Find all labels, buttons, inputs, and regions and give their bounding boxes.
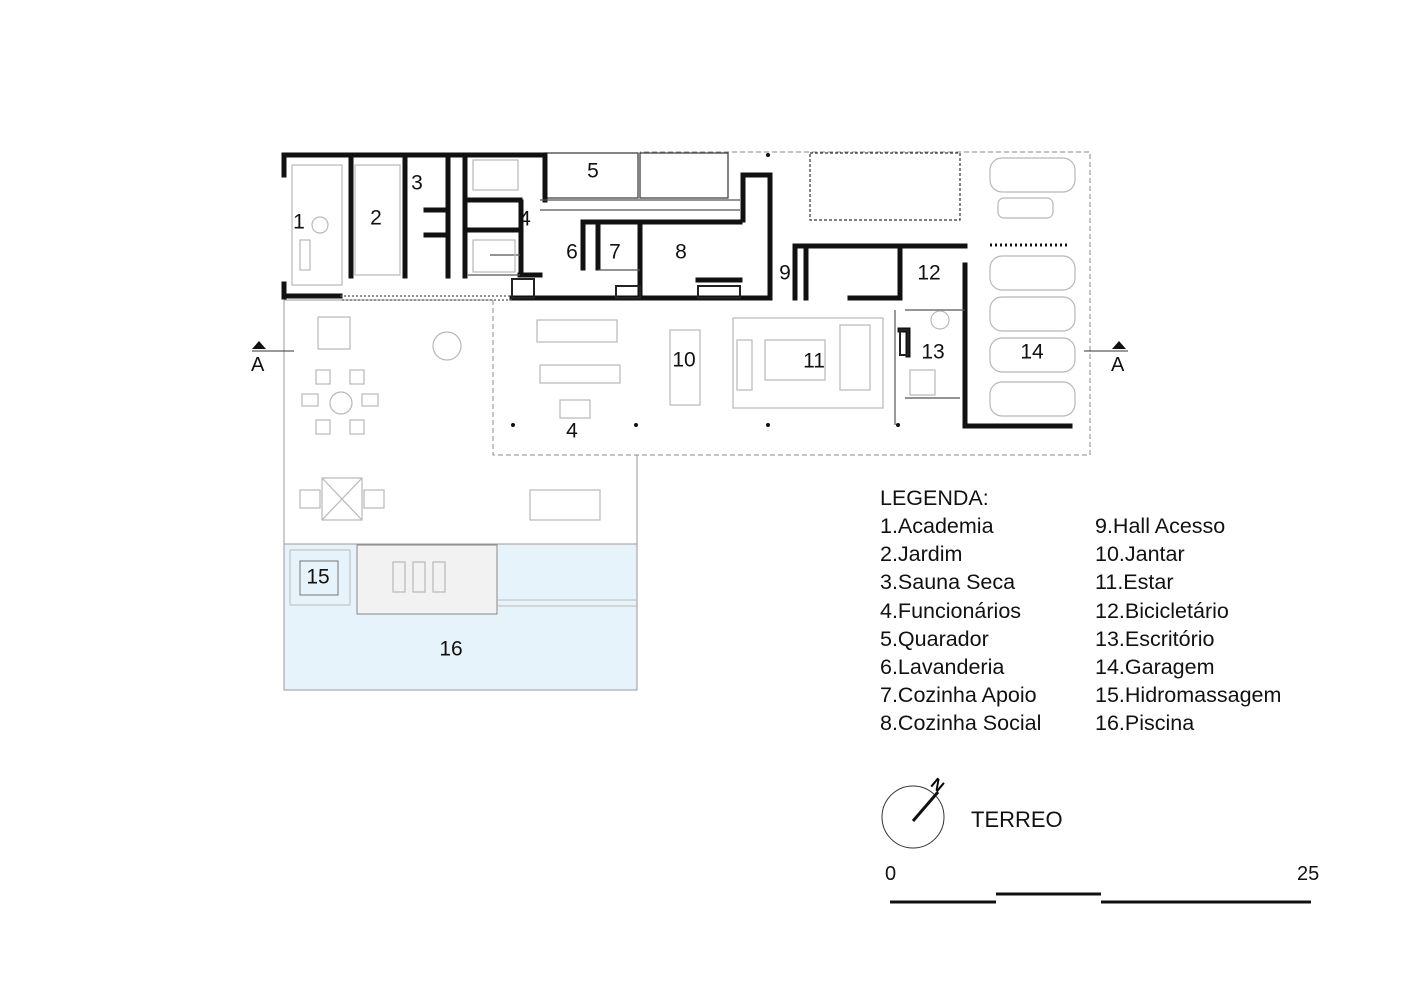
legend-item: 1.Academia	[880, 514, 994, 538]
north-letter: N	[927, 775, 947, 795]
room-number-15: 15	[306, 566, 329, 589]
room-number-12: 12	[917, 262, 940, 285]
interior-lines	[340, 199, 1070, 425]
room-number-4a: 4	[519, 208, 531, 231]
section-cut-right	[1084, 341, 1128, 352]
room-number-16: 16	[439, 638, 462, 661]
room-number-13: 13	[921, 341, 944, 364]
legend-item: 7.Cozinha Apoio	[880, 683, 1037, 708]
legend-item: 2.Jardim	[880, 542, 963, 567]
legend-item: 3.Sauna Seca	[880, 570, 1016, 595]
scale-end-label: 25	[1297, 863, 1320, 885]
legend-column-1: 1.Academia 2.Jardim 3.Sauna Seca 4.Funci…	[880, 512, 1041, 738]
legend-item: 6.Lavanderia	[880, 654, 1005, 679]
legend-item: 12.Bicicletário	[1095, 598, 1229, 623]
room-number-11: 11	[803, 350, 825, 373]
legend-item: 9.Hall Acesso	[1095, 514, 1226, 538]
walls	[281, 152, 1073, 429]
room-number-2: 2	[370, 207, 382, 230]
section-label-left: A	[251, 354, 265, 376]
room-number-8: 8	[675, 241, 687, 264]
room-number-14: 14	[1020, 341, 1044, 364]
room-number-6: 6	[566, 241, 578, 264]
columns	[511, 153, 900, 427]
legend-item: 15.Hidromassagem	[1095, 683, 1282, 708]
room-number-9: 9	[779, 262, 791, 285]
scale-start-label: 0	[885, 863, 897, 885]
covered-area-outline	[492, 151, 1091, 456]
scale-bar	[890, 892, 1311, 904]
legend-item: 14.Garagem	[1095, 654, 1215, 679]
fixtures	[511, 278, 909, 356]
legend-column-2: 9.Hall Acesso 10.Jantar 11.Estar 12.Bici…	[1095, 512, 1281, 738]
room-number-4b: 4	[566, 420, 578, 443]
floor-label: TERREO	[971, 807, 1063, 832]
section-cut-left	[252, 341, 294, 352]
room-number-10: 10	[672, 349, 695, 372]
legend-title: LEGENDA:	[880, 486, 989, 510]
legend-item: 4.Funcionários	[880, 598, 1022, 623]
pool-deck	[356, 544, 498, 615]
legend-item: 11.Estar	[1095, 570, 1174, 595]
section-label-right: A	[1111, 354, 1125, 376]
garage-cars	[989, 157, 1076, 417]
room-number-1: 1	[293, 211, 305, 234]
north-arrow: N	[881, 775, 947, 849]
room-number-3: 3	[411, 172, 423, 195]
room-number-5: 5	[587, 160, 599, 183]
legend-item: 5.Quarador	[880, 626, 989, 651]
legend-item: 8.Cozinha Social	[880, 711, 1042, 736]
furniture	[291, 159, 950, 593]
room-number-7: 7	[609, 241, 621, 264]
legend-item: 16.Piscina	[1095, 711, 1195, 736]
legend: LEGENDA: 1.Academia 2.Jardim 3.Sauna Sec…	[880, 484, 1281, 735]
pool-area	[283, 543, 638, 691]
legend-item: 13.Escritório	[1095, 626, 1215, 651]
legend-item: 10.Jantar	[1095, 542, 1185, 567]
